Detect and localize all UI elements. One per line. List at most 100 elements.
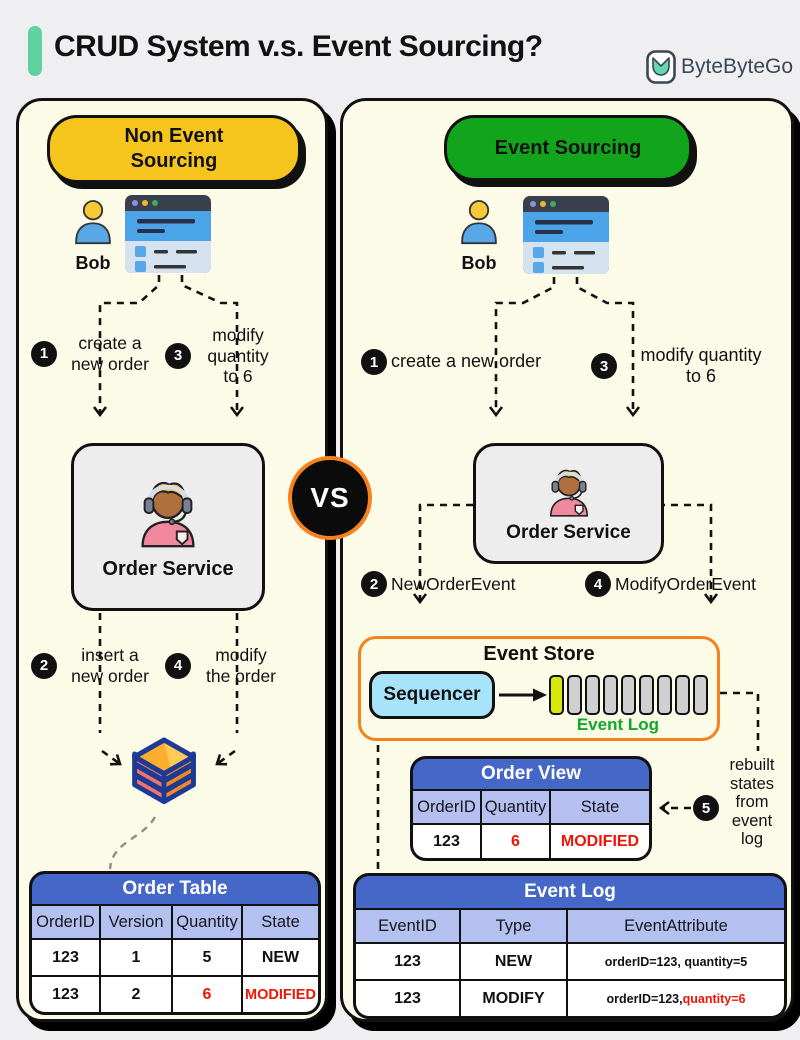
- browser-icon: [523, 196, 609, 274]
- step-number-badge: 3: [591, 353, 617, 380]
- table-title: Event Log: [356, 876, 784, 908]
- event-slot: [621, 675, 636, 715]
- column-header: Type: [461, 910, 566, 942]
- column-header: OrderID: [32, 906, 99, 938]
- sequencer-label: Sequencer: [383, 684, 481, 705]
- step-number-badge: 1: [31, 340, 57, 367]
- step-label: modify quantity to 6: [207, 325, 269, 387]
- browser-icon: [125, 195, 211, 273]
- event-slot: [639, 675, 654, 715]
- step-label: insert a new order: [71, 645, 149, 686]
- table-cell: NEW: [243, 940, 318, 975]
- step-number-badge: 4: [585, 571, 611, 597]
- step-label: modify quantity to 6: [640, 345, 762, 387]
- attr-highlight: quantity=6: [682, 991, 746, 1006]
- user-label: Bob: [75, 253, 111, 273]
- support-agent-icon: [549, 469, 588, 517]
- sequencer-arrow-icon: [499, 688, 547, 702]
- page-title: CRUD System v.s. Event Sourcing?: [54, 30, 543, 63]
- column-header: EventAttribute: [568, 910, 784, 942]
- column-header: Quantity: [173, 906, 241, 938]
- event-log-table: Event Log EventID Type EventAttribute 12…: [353, 873, 787, 1019]
- event-log-slots: [549, 675, 708, 715]
- step-number-badge: 5: [693, 795, 719, 821]
- database-icon: [132, 737, 196, 805]
- user-bob: Bob: [447, 197, 511, 274]
- title-accent-bar: [28, 26, 42, 76]
- event-slot: [603, 675, 618, 715]
- table-cell: NEW: [461, 944, 566, 979]
- step-2-insert-order: 2 insert a new order: [31, 645, 159, 686]
- user-icon: [461, 200, 497, 245]
- table-cell: 123: [413, 825, 480, 858]
- table-cell: 123: [32, 940, 99, 975]
- event-sourcing-panel: Event Sourcing Bob: [340, 98, 794, 1022]
- order-service-box: Order Service: [71, 443, 265, 611]
- step-4-modify-order-event: 4 ModifyOrderEvent: [585, 571, 785, 597]
- step-number-badge: 3: [165, 342, 191, 369]
- table-cell: orderID=123, quantity=5: [568, 944, 784, 979]
- step-number-badge: 2: [361, 571, 387, 597]
- brand-name: ByteByteGo: [681, 55, 794, 78]
- column-header: Quantity: [482, 791, 549, 823]
- step-label: ModifyOrderEvent: [615, 573, 757, 594]
- event-slot: [585, 675, 600, 715]
- vs-divider: VS: [288, 456, 372, 540]
- order-service-label: Order Service: [506, 521, 631, 543]
- sequencer-box: Sequencer: [369, 671, 495, 719]
- table-cell-highlight: 6: [482, 825, 549, 858]
- brand-logo: ByteByteGo: [646, 50, 793, 84]
- step-4-modify-order: 4 modify the order: [165, 645, 287, 686]
- user-bob: Bob: [61, 197, 125, 274]
- step-label: NewOrderEvent: [391, 573, 516, 594]
- table-cell: MODIFY: [461, 981, 566, 1016]
- table-cell: 123: [356, 944, 459, 979]
- table-cell: 5: [173, 940, 241, 975]
- event-slot: [675, 675, 690, 715]
- order-service-box: Order Service: [473, 443, 664, 564]
- step-2-new-order-event: 2 NewOrderEvent: [361, 571, 541, 597]
- table-cell-highlight: MODIFIED: [551, 825, 649, 858]
- non-event-sourcing-panel: Non Event Sourcing Bob: [16, 98, 328, 1022]
- column-header: EventID: [356, 910, 459, 942]
- step-label: create a new order: [71, 333, 149, 374]
- table-cell: 2: [101, 977, 171, 1012]
- step-3-modify-quantity: 3 modify quantity to 6: [165, 325, 281, 387]
- step-number-badge: 1: [361, 349, 387, 375]
- support-agent-icon: [141, 481, 195, 547]
- step-label: create a new order: [391, 351, 542, 372]
- event-store-title: Event Store: [483, 643, 595, 665]
- table-title: Order Table: [32, 874, 318, 904]
- step-number-badge: 4: [165, 652, 191, 679]
- user-icon: [75, 200, 111, 245]
- table-title: Order View: [413, 759, 649, 789]
- badge-label: Event Sourcing: [494, 136, 642, 159]
- event-slot: [657, 675, 672, 715]
- table-cell-highlight: 6: [173, 977, 241, 1012]
- step-label: modify the order: [205, 645, 277, 686]
- step-1-create-order: 1 create a new order: [31, 333, 159, 374]
- order-table: Order Table OrderID Version Quantity Sta…: [29, 871, 321, 1015]
- user-label: Bob: [461, 253, 497, 273]
- non-event-sourcing-badge: Non Event Sourcing: [47, 115, 301, 183]
- event-store-box: Event Store Sequencer Event Log: [358, 636, 720, 741]
- column-header: State: [551, 791, 649, 823]
- table-cell-highlight: MODIFIED: [243, 977, 318, 1012]
- bytebytego-icon: [646, 50, 676, 84]
- order-service-label: Order Service: [102, 557, 234, 580]
- column-header: Version: [101, 906, 171, 938]
- event-log-caption: Event Log: [576, 715, 659, 734]
- event-sourcing-badge: Event Sourcing: [444, 115, 692, 181]
- table-cell: 1: [101, 940, 171, 975]
- event-slot: [693, 675, 708, 715]
- badge-label: Non Event Sourcing: [124, 125, 224, 172]
- db-to-table-link: [108, 816, 157, 870]
- table-cell: 123: [32, 977, 99, 1012]
- table-cell: 123: [356, 981, 459, 1016]
- step-number-badge: 2: [31, 652, 57, 679]
- column-header: OrderID: [413, 791, 480, 823]
- event-slot: [567, 675, 582, 715]
- order-view-table: Order View OrderID Quantity State 123 6 …: [410, 756, 652, 861]
- step-1-create-order: 1 create a new order: [361, 349, 611, 375]
